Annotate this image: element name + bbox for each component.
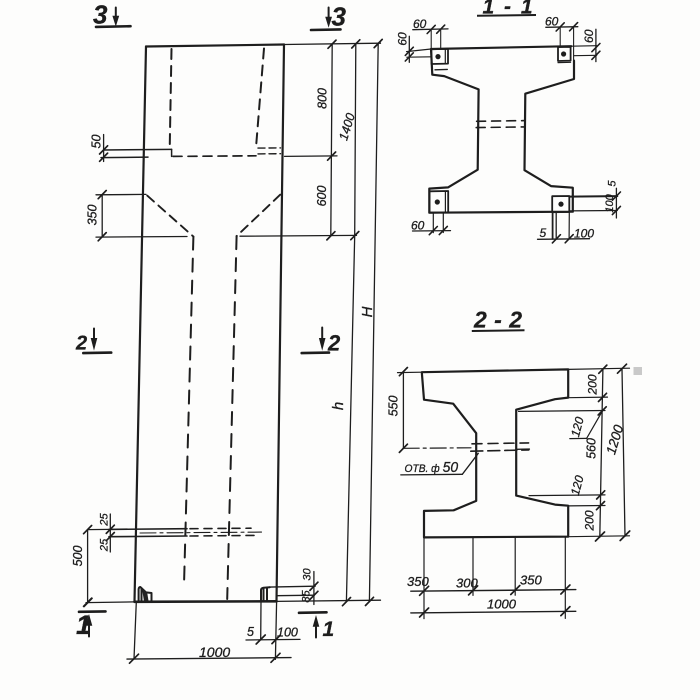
- svg-text:60: 60: [413, 17, 427, 31]
- svg-text:120: 120: [568, 474, 587, 497]
- svg-text:60: 60: [582, 29, 596, 43]
- svg-text:350: 350: [86, 205, 100, 226]
- svg-text:100: 100: [574, 226, 594, 240]
- svg-text:50: 50: [90, 135, 104, 149]
- svg-text:5: 5: [247, 625, 254, 639]
- svg-text:5: 5: [607, 180, 619, 187]
- svg-text:ОТВ. ф 50: ОТВ. ф 50: [405, 460, 459, 477]
- svg-text:60: 60: [396, 32, 410, 46]
- svg-text:30: 30: [302, 568, 314, 581]
- svg-text:1: 1: [76, 610, 91, 640]
- svg-text:500: 500: [71, 546, 85, 567]
- svg-text:2 - 2: 2 - 2: [473, 307, 523, 333]
- svg-text:350: 350: [407, 574, 429, 589]
- svg-text:85: 85: [301, 590, 313, 603]
- svg-text:1 - 1: 1 - 1: [483, 0, 535, 19]
- svg-text:5: 5: [540, 226, 547, 240]
- svg-text:100: 100: [277, 626, 298, 640]
- svg-text:600: 600: [315, 186, 329, 207]
- svg-text:100: 100: [604, 193, 616, 212]
- svg-text:1000: 1000: [199, 644, 230, 660]
- svg-text:H: H: [359, 306, 376, 317]
- svg-text:h: h: [330, 402, 347, 410]
- svg-text:200: 200: [582, 510, 596, 531]
- svg-text:560: 560: [584, 438, 598, 459]
- svg-text:3: 3: [93, 0, 108, 30]
- svg-text:60: 60: [545, 15, 559, 29]
- svg-text:550: 550: [386, 396, 400, 417]
- svg-text:3: 3: [332, 1, 347, 31]
- svg-text:800: 800: [316, 88, 330, 109]
- svg-text:120: 120: [568, 415, 587, 438]
- svg-text:25: 25: [99, 538, 111, 552]
- svg-text:2: 2: [75, 333, 87, 355]
- svg-text:1000: 1000: [487, 597, 517, 612]
- svg-text:200: 200: [586, 374, 600, 395]
- svg-text:60: 60: [411, 219, 425, 233]
- svg-text:350: 350: [520, 573, 542, 588]
- svg-text:300: 300: [456, 576, 478, 591]
- svg-text:2: 2: [327, 331, 341, 356]
- svg-text:1: 1: [323, 618, 335, 641]
- svg-text:25: 25: [99, 513, 111, 527]
